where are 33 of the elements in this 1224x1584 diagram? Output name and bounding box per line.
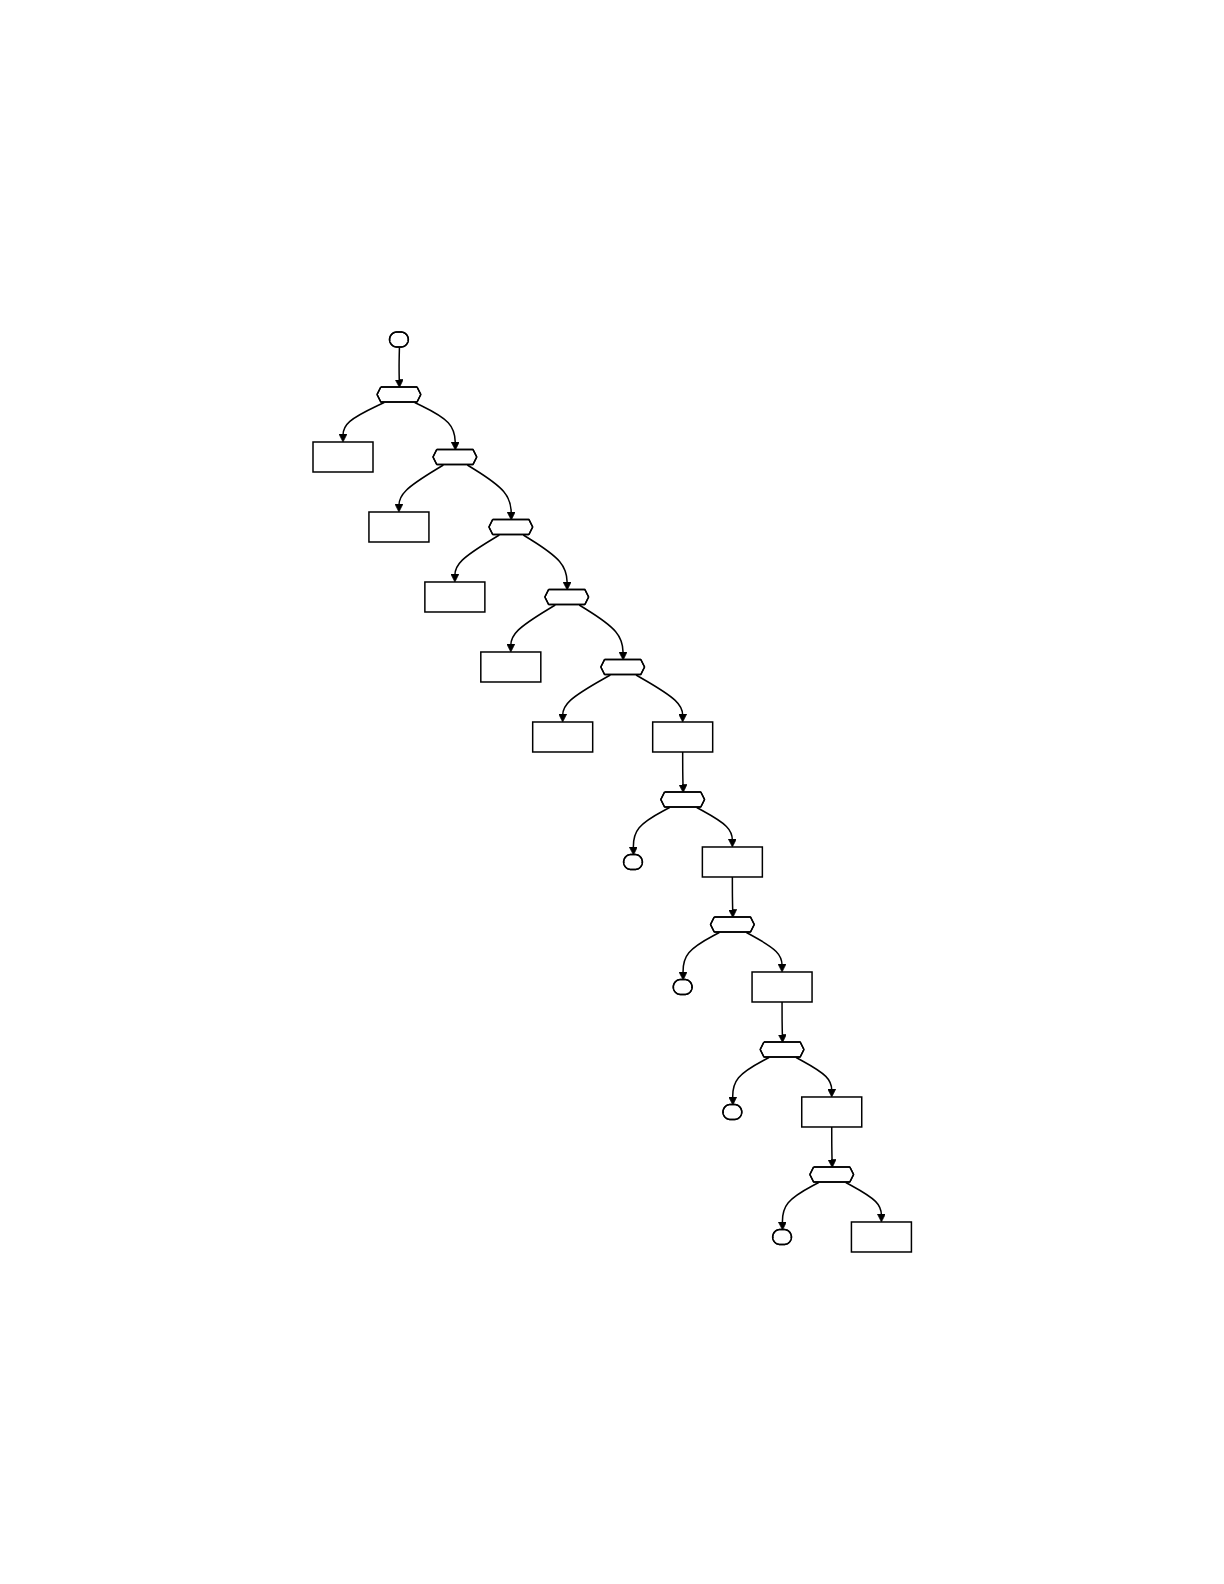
node-box [751,971,813,1003]
arrow [777,1001,787,1043]
arrow [394,464,444,513]
arrow [394,346,404,388]
node-box [701,846,763,878]
arrow [628,806,671,856]
node-box [800,1096,863,1128]
node-box [367,511,430,543]
arrow [844,1181,886,1223]
node-box [531,721,594,753]
arrow [635,674,687,723]
arrow [827,1126,837,1168]
arrow [522,534,572,591]
arrow [338,401,385,443]
arrow [466,464,516,521]
arrow [728,876,737,918]
node-box [479,651,542,683]
arrow [745,931,787,973]
arrow [578,604,628,661]
node-box [423,581,486,613]
arrow [558,674,611,723]
node-box [850,1221,912,1253]
arrow [678,931,720,981]
arrow [695,806,737,848]
node-box [312,441,374,473]
arrow [728,1056,770,1106]
arrow [413,401,460,451]
arrow [678,751,688,793]
arrow [777,1181,820,1231]
arrow [506,604,556,653]
node-box [651,721,714,753]
arrow [450,534,500,583]
arrow [795,1056,836,1098]
